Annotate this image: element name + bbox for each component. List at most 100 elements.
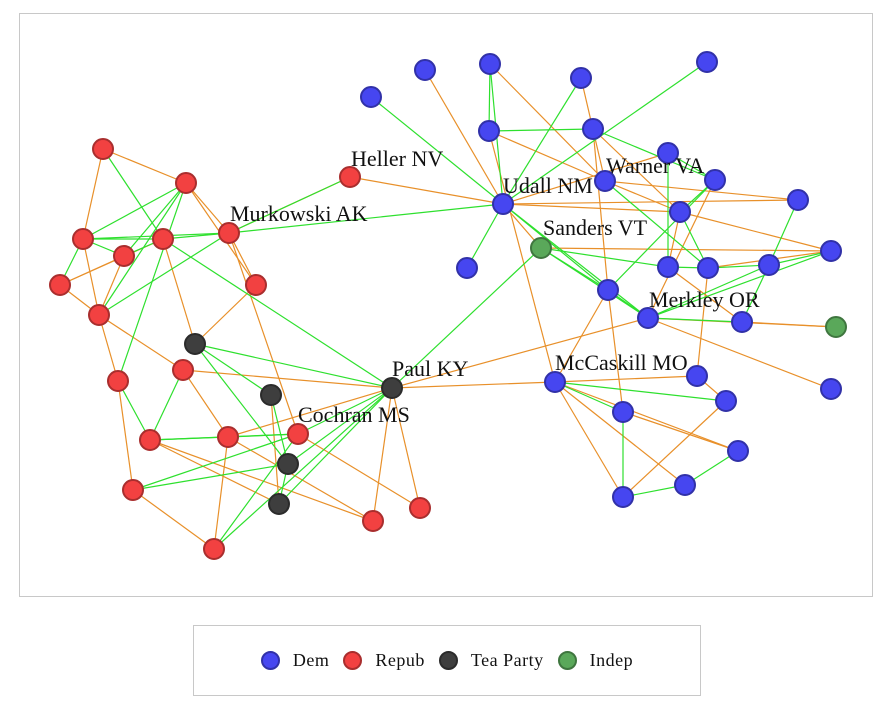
cross-party-edge	[679, 211, 832, 252]
same-party-edge	[607, 179, 716, 291]
dem-senator-node[interactable]	[637, 307, 659, 329]
same-party-edge	[287, 387, 393, 465]
dem-senator-node[interactable]	[820, 240, 842, 262]
dem-senator-node[interactable]	[360, 86, 382, 108]
tea-senator-node[interactable]	[184, 333, 206, 355]
dem-senator-node[interactable]	[570, 67, 592, 89]
legend-item-repub[interactable]: Repub	[343, 650, 425, 671]
dem-senator-node[interactable]	[478, 120, 500, 142]
indep-senator-node[interactable]	[825, 316, 847, 338]
cross-party-edge	[297, 433, 421, 509]
dem-senator-node[interactable]	[696, 51, 718, 73]
repub-senator-node[interactable]	[49, 274, 71, 296]
cross-party-edge	[149, 439, 374, 522]
repub-senator-node[interactable]	[362, 510, 384, 532]
same-party-edge	[132, 433, 299, 491]
cross-party-edge	[622, 411, 739, 452]
repub-senator-node[interactable]	[152, 228, 174, 250]
dem-senator-node[interactable]	[544, 371, 566, 393]
same-party-edge	[604, 180, 709, 269]
cross-party-edge	[82, 148, 104, 240]
same-party-edge	[213, 387, 393, 550]
cross-party-edge	[391, 387, 421, 509]
same-party-edge	[194, 343, 393, 389]
repub-senator-node[interactable]	[245, 274, 267, 296]
dem-senator-node[interactable]	[612, 486, 634, 508]
dem-senator-node[interactable]	[787, 189, 809, 211]
cross-party-edge	[696, 267, 709, 377]
repub-senator-node[interactable]	[172, 359, 194, 381]
dem-senator-node[interactable]	[674, 474, 696, 496]
label-warner-va: Warner VA	[606, 153, 704, 178]
dem-senator-node[interactable]	[731, 311, 753, 333]
cross-party-edge	[554, 381, 686, 486]
repub-senator-node[interactable]	[339, 166, 361, 188]
same-party-edge	[228, 176, 351, 234]
same-party-edge	[647, 264, 770, 319]
legend-item-tea-party[interactable]: Tea Party	[438, 650, 544, 671]
same-party-edge	[98, 232, 230, 316]
same-party-edge	[82, 182, 187, 240]
dem-senator-node[interactable]	[612, 401, 634, 423]
same-party-edge	[647, 317, 743, 323]
repub-marker-icon	[343, 651, 363, 670]
dem-senator-node[interactable]	[479, 53, 501, 75]
tea-senator-node[interactable]	[381, 377, 403, 399]
same-party-edge	[370, 96, 504, 205]
same-party-edge	[123, 182, 187, 257]
legend-label-indep: Indep	[589, 650, 634, 670]
tea-senator-node[interactable]	[260, 384, 282, 406]
dem-senator-node[interactable]	[727, 440, 749, 462]
repub-senator-node[interactable]	[409, 497, 431, 519]
label-udall-nm: Udall NM	[503, 173, 593, 198]
repub-senator-node[interactable]	[217, 426, 239, 448]
repub-senator-node[interactable]	[92, 138, 114, 160]
dem-senator-node[interactable]	[697, 257, 719, 279]
same-party-edge	[768, 199, 799, 266]
repub-senator-node[interactable]	[107, 370, 129, 392]
dem-senator-node[interactable]	[657, 256, 679, 278]
label-mccaskill-mo: McCaskill MO	[555, 350, 688, 375]
repub-senator-node[interactable]	[139, 429, 161, 451]
dem-marker-icon	[260, 651, 280, 670]
indep-senator-node[interactable]	[530, 237, 552, 259]
tea-senator-node[interactable]	[277, 453, 299, 475]
cross-party-edge	[592, 128, 609, 291]
dem-senator-node[interactable]	[456, 257, 478, 279]
dem-senator-node[interactable]	[686, 365, 708, 387]
tea-senator-node[interactable]	[268, 493, 290, 515]
same-party-edge	[162, 232, 230, 240]
dem-senator-node[interactable]	[414, 59, 436, 81]
dem-senator-node[interactable]	[669, 201, 691, 223]
dem-senator-node[interactable]	[582, 118, 604, 140]
legend-item-dem[interactable]: Dem	[260, 650, 330, 671]
cross-party-edge	[194, 284, 257, 345]
legend-item-indep[interactable]: Indep	[557, 650, 634, 671]
cross-party-edge	[502, 152, 669, 205]
dem-senator-node[interactable]	[758, 254, 780, 276]
dem-senator-node[interactable]	[820, 378, 842, 400]
repub-senator-node[interactable]	[218, 222, 240, 244]
repub-senator-node[interactable]	[88, 304, 110, 326]
repub-senator-node[interactable]	[287, 423, 309, 445]
repub-senator-node[interactable]	[203, 538, 225, 560]
dem-senator-node[interactable]	[492, 193, 514, 215]
dem-senator-node[interactable]	[715, 390, 737, 412]
node-label-layer: Heller NV Udall NM Warner VA Murkowski A…	[230, 146, 760, 427]
cross-party-edge	[213, 436, 229, 550]
dem-senator-node[interactable]	[704, 169, 726, 191]
cross-party-edge	[554, 381, 624, 498]
repub-senator-node[interactable]	[72, 228, 94, 250]
same-party-edge	[554, 381, 727, 402]
dem-senator-node[interactable]	[594, 170, 616, 192]
same-party-edge	[297, 387, 393, 435]
repub-senator-node[interactable]	[122, 479, 144, 501]
repub-senator-node[interactable]	[113, 245, 135, 267]
repub-senator-node[interactable]	[175, 172, 197, 194]
network-graph-panel: Heller NV Udall NM Warner VA Murkowski A…	[19, 13, 873, 597]
same-party-edge	[488, 128, 594, 132]
dem-senator-node[interactable]	[657, 142, 679, 164]
cross-party-edge	[102, 148, 187, 184]
dem-senator-node[interactable]	[597, 279, 619, 301]
same-party-edge	[213, 433, 299, 550]
